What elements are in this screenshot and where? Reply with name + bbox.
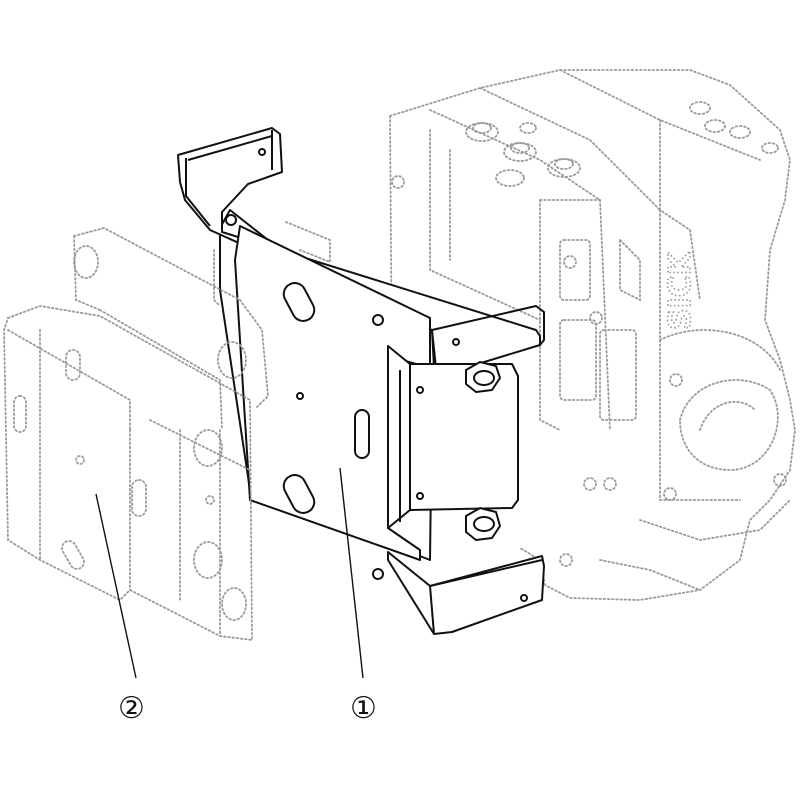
leader-line-1 <box>339 467 364 679</box>
mounting-bracket-1 <box>177 127 545 635</box>
sensor-device: SICK <box>389 69 796 601</box>
brand-logo-text: SICK <box>663 250 698 330</box>
mounting-bracket-2 <box>3 227 269 642</box>
callout-1: ① <box>350 691 377 726</box>
callout-2: ② <box>118 691 145 726</box>
leader-line-2 <box>95 493 137 679</box>
